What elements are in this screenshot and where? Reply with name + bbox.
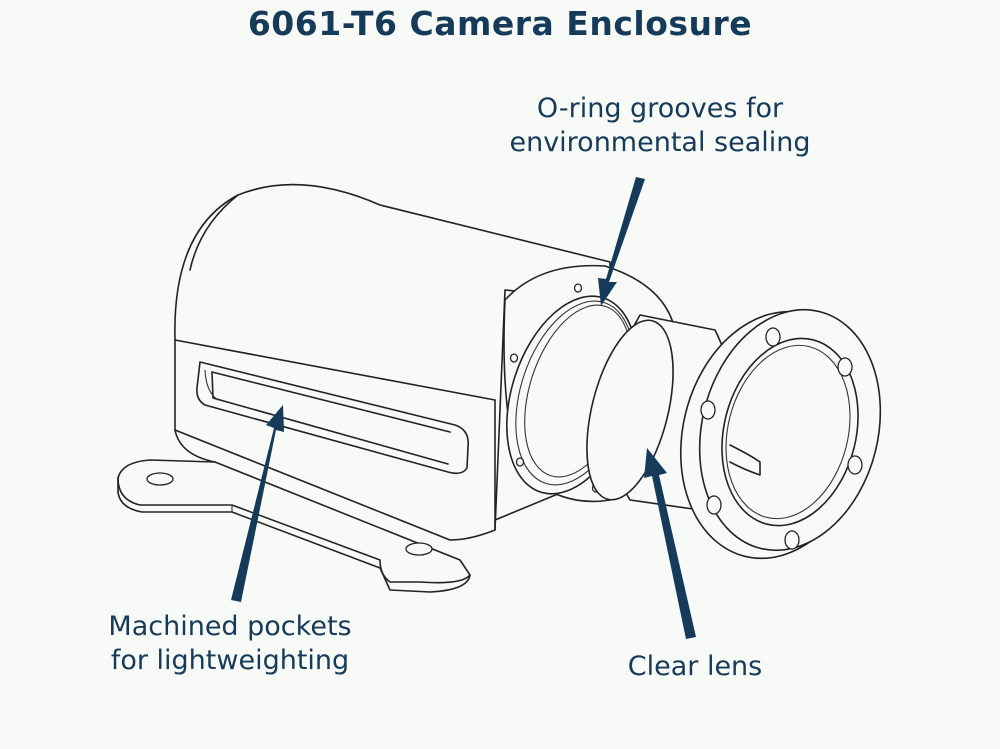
flange-ring <box>679 308 882 560</box>
callout-machined-pockets: Machined pockets for lightweighting <box>80 610 380 678</box>
callout-oring-grooves: O-ring grooves for environmental sealing <box>490 92 830 160</box>
callout-pockets-line1: Machined pockets <box>108 611 352 642</box>
callout-lens-line1: Clear lens <box>627 651 763 682</box>
arrow-oring-grooves <box>598 177 645 306</box>
machined-pocket <box>196 361 470 475</box>
arrow-machined-pockets <box>231 405 284 602</box>
diagram-title: 6061-T6 Camera Enclosure <box>247 4 753 43</box>
callout-oring-line1: O-ring grooves for <box>536 93 784 124</box>
callout-clear-lens: Clear lens <box>600 650 790 684</box>
base-plate <box>117 459 471 593</box>
main-housing <box>174 183 641 541</box>
callout-pockets-line2: for lightweighting <box>110 645 350 676</box>
arrow-clear-lens <box>644 448 696 639</box>
callout-oring-line2: environmental sealing <box>509 127 811 158</box>
